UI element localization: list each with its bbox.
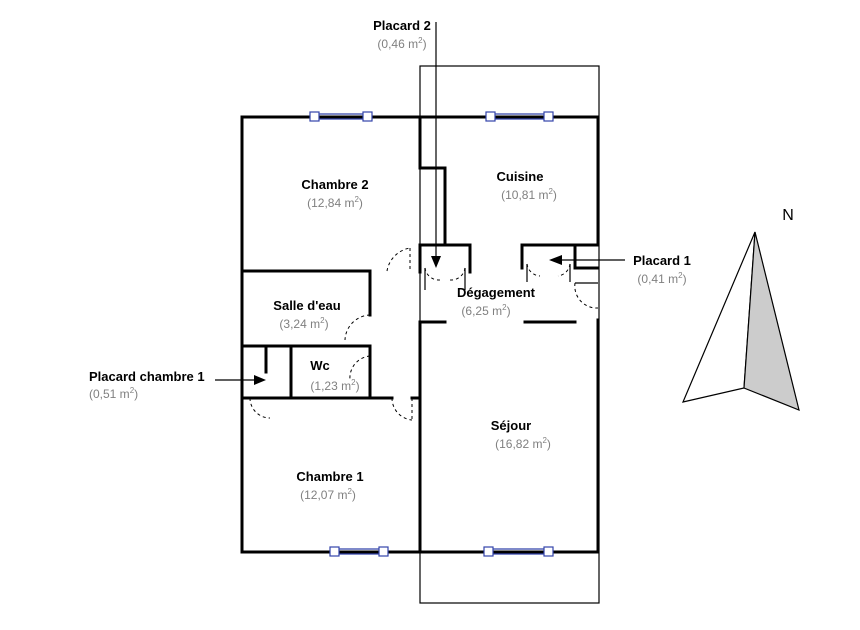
room-chambre-1-name: Chambre 1 xyxy=(296,469,363,484)
callout-placard-chambre-1: Placard chambre 1 (0,51 m2) xyxy=(89,369,205,401)
callout-placard-1-name: Placard 1 xyxy=(633,253,691,268)
room-chambre-2: Chambre 2 (12,84 m2) xyxy=(301,177,368,210)
compass-needle-right xyxy=(743,231,800,411)
room-chambre-2-area: (12,84 m2) xyxy=(307,195,363,210)
room-cuisine-name: Cuisine xyxy=(497,169,544,184)
interior-walls xyxy=(240,115,600,554)
compass-north-label: N xyxy=(782,207,794,224)
callout-placard-chambre-1-area: (0,51 m2) xyxy=(89,386,138,401)
window-sejour xyxy=(483,546,554,557)
windows xyxy=(309,111,554,557)
room-degagement: Dégagement (6,25 m2) xyxy=(457,285,536,318)
window-chambre1 xyxy=(329,546,389,557)
room-sejour: Séjour (16,82 m2) xyxy=(491,418,551,451)
compass-needle-left xyxy=(681,231,756,403)
terrace-outline xyxy=(419,65,600,604)
room-salle-deau-name: Salle d'eau xyxy=(273,298,340,313)
compass: N xyxy=(681,207,800,411)
callout-arrows xyxy=(215,22,625,385)
room-degagement-name: Dégagement xyxy=(457,285,536,300)
callout-placard-1-area: (0,41 m2) xyxy=(637,271,686,286)
room-chambre-2-name: Chambre 2 xyxy=(301,177,368,192)
callout-placard-1: Placard 1 (0,41 m2) xyxy=(633,253,691,286)
room-cuisine: Cuisine (10,81 m2) xyxy=(497,169,557,202)
room-degagement-area: (6,25 m2) xyxy=(461,303,510,318)
room-chambre-1: Chambre 1 (12,07 m2) xyxy=(296,469,363,502)
callout-placard-2-area: (0,46 m2) xyxy=(377,36,426,51)
doors xyxy=(249,247,599,421)
window-cuisine xyxy=(485,111,554,122)
room-wc-area: (1,23 m2) xyxy=(310,378,359,393)
callout-placard-2: Placard 2 (0,46 m2) xyxy=(373,18,431,51)
room-salle-deau: Salle d'eau (3,24 m2) xyxy=(273,298,340,331)
room-chambre-1-area: (12,07 m2) xyxy=(300,487,356,502)
window-chambre2 xyxy=(309,111,373,122)
room-salle-deau-area: (3,24 m2) xyxy=(279,316,328,331)
room-wc-name: Wc xyxy=(310,358,330,373)
room-cuisine-area: (10,81 m2) xyxy=(501,187,557,202)
room-wc: Wc (1,23 m2) xyxy=(310,358,359,393)
room-sejour-name: Séjour xyxy=(491,418,531,433)
callout-placard-chambre-1-name: Placard chambre 1 xyxy=(89,369,205,384)
callout-placard-2-name: Placard 2 xyxy=(373,18,431,33)
room-sejour-area: (16,82 m2) xyxy=(495,436,551,451)
